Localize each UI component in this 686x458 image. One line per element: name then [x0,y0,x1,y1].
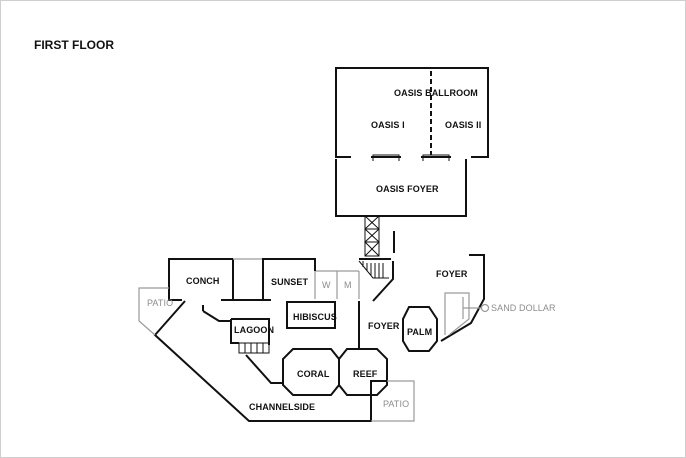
sand-dollar-area [444,292,490,336]
room-label-oasis-foyer: OASIS FOYER [376,184,439,194]
room-label-hibiscus: HIBISCUS [293,312,337,322]
room-label-oasis-ballroom: OASIS BALLROOM [394,88,478,98]
patio-left [138,287,169,336]
room-label-oasis-1: OASIS I [371,120,405,130]
room-label-lagoon: LAGOON [234,325,274,335]
foyer-lower[interactable] [358,261,394,349]
oasis-foyer[interactable] [335,159,467,217]
room-label-reef: REEF [353,369,378,379]
room-label-sunset: SUNSET [271,277,309,287]
sand-dollar-marker-icon [480,303,490,313]
restroom-women-label: W [322,280,331,290]
foyer-upper[interactable] [440,254,485,342]
room-label-palm: PALM [407,327,432,337]
restrooms [314,259,360,299]
floor-title: FIRST FLOOR [34,38,114,52]
restroom-men-label: M [344,280,352,290]
patio-right [371,380,415,422]
room-label-oasis-2: OASIS II [445,120,481,130]
hibiscus-room[interactable] [286,301,336,329]
staircase [358,231,395,279]
coral-room[interactable] [282,348,340,396]
sand-dollar-label: SAND DOLLAR [491,303,556,313]
oasis-ballroom[interactable] [335,67,489,161]
room-label-foyer-upper: FOYER [436,269,468,279]
room-label-channelside: CHANNELSIDE [249,402,315,412]
channelside-room[interactable] [153,300,387,422]
room-label-coral: CORAL [297,369,330,379]
sunset-room[interactable] [233,258,316,301]
room-label-foyer-lower: FOYER [368,321,400,331]
palm-room[interactable] [402,306,438,352]
reef-room[interactable] [338,348,388,396]
patio-left-label: PATIO [147,298,173,308]
room-label-conch: CONCH [186,276,220,286]
elevator-shaft [364,215,380,257]
patio-right-label: PATIO [383,399,409,409]
lagoon-room[interactable] [202,310,270,354]
